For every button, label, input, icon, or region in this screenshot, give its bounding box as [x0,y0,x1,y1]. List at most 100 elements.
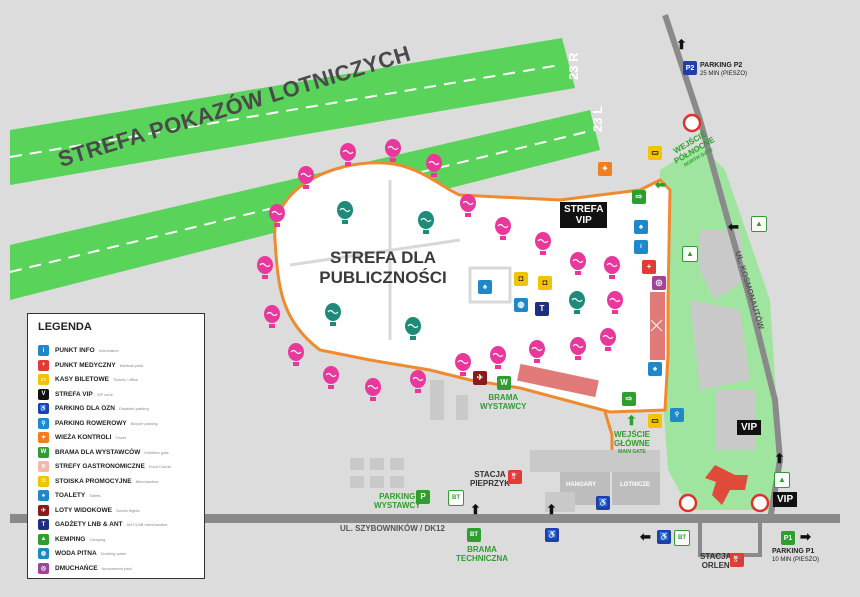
medical-icon: + [642,260,656,274]
vip-zone-label: STREFA VIP [560,202,608,228]
control-tower [705,465,748,505]
vip-parking-south: VIP [773,492,798,507]
legend-item-label: WODA PITNA [55,550,97,557]
ticket-icon: ▭ [38,374,49,385]
balloon-pink-icon [288,343,304,366]
water-icon: ◍ [514,298,528,312]
legend-item-sub: ANT/LNB merchandise [126,522,168,527]
legend-item-label: PUNKT INFO [55,347,95,354]
balloon-teal-icon [418,211,434,234]
control-tower-icon: ✦ [598,162,612,176]
balloon-pink-icon [365,378,381,401]
legend-item-label: KASY BILETOWE [55,376,109,383]
balloon-pink-icon [535,232,551,255]
bouncy-castle-map-icon: ◎ [652,276,666,290]
balloon-pink-icon [257,256,273,279]
legend-item-label: BRAMA DLA WYSTAWCÓW [55,448,141,456]
disabled-parking-icon: ♿ [38,403,49,414]
shop-icon-2: ◘ [538,276,552,290]
balloon-pink-icon [385,139,401,162]
legend-item-label: TOALETY [55,492,86,499]
toilet-icon: ♠ [38,490,49,501]
balloon-pink-icon [607,291,623,314]
legend-item-sub: Merchandise [135,478,159,484]
balloon-teal-icon [569,291,585,314]
legend-item-label: WIEŻA KONTROLI [55,434,112,441]
bouncy-castle-icon: ◎ [38,562,49,574]
legend-item-sub: Toilets [89,493,101,498]
road-kosmonautow [662,14,784,521]
balloon-pink-icon [298,166,314,189]
balloon-pink-icon [460,194,476,217]
p2-arrow-icon: ⬆ [676,37,687,52]
info-icon: i [634,240,648,254]
tower-icon: ✦ [38,432,49,443]
scenic-flight-icon: ✈ [473,371,487,385]
camping-icon: ▲ [38,533,49,545]
technical-gate-bt-icon: BT [467,528,481,542]
disabled-parking-gate-icon: ♿ [545,528,559,542]
north-entrance-icon: ⇨ [632,190,646,204]
legend-item-label: STOISKA PROMOCYJNE [55,477,132,485]
gate-circle-south [678,493,698,513]
legend-item-label: PUNKT MEDYCZNY [55,361,116,369]
balloon-teal-icon [325,303,341,326]
bicycle-parking-icon: ⚲ [670,408,684,422]
ticket-north-icon: ▭ [648,146,662,160]
toilet-east-icon: ♠ [648,362,662,376]
exhibitor-gate-icon: W [497,376,511,390]
runway-23l-label: 23 L [590,105,605,132]
exhibitor-parking-icon: P [416,490,430,504]
shop-icon: ◘ [38,475,49,487]
lotnicze-building [612,470,660,505]
medical-cross-icon: + [38,359,49,371]
station-pieprzyk-label: STACJA PIEPRZYK [470,470,511,488]
legend-item-sub: Information [98,348,119,353]
balloon-pink-icon [340,143,356,166]
main-entrance-icon: ⇨ [622,392,636,406]
station-orlen-label: STACJA ORLEN [700,552,732,570]
fuel-orlen-icon: ⛽ [730,553,744,567]
legend-item-label: STREFY GASTRONOMICZNE [55,463,145,470]
disabled-parking-icon: ♿ [596,496,610,510]
vip-icon: V [38,388,49,400]
north-gate-arrow-icon: ⬅ [655,177,666,192]
ticket-main-icon: ▭ [648,414,662,428]
hangary-label: HANGARY [566,482,597,488]
legend-item-label: PARKING ROWEROWY [55,419,127,427]
water-icon: ◍ [38,548,49,559]
fuel-pieprzyk-icon: ⛽ [508,470,522,484]
p1-left-arrow-icon: ⬅ [640,529,651,544]
info-icon: i [38,345,49,356]
balloon-pink-icon [323,366,339,389]
gadget-icon: T [535,302,549,316]
camping-arrow-icon: ⬅ [728,219,739,234]
camping-icon: ▲ [682,246,698,262]
p1-arrow-icon: ➡ [800,529,811,544]
legend-item-label: LOTY WIDOKOWE [55,506,112,514]
legend-item-sub: Tower [115,435,127,440]
p2-icon: P2 [683,61,697,75]
public-zone-label: STREFA DLA PUBLICZNOŚCI [319,248,447,287]
balloon-pink-icon [426,154,442,177]
parking-p1-label: PARKING P1 10 MIN (PIESZO) [772,548,820,563]
balloon-pink-icon [529,340,545,363]
bicycle-icon: ⚲ [38,417,49,429]
main-gate-label: WEJŚCIE GŁÓWNE MAIN GATE [614,430,651,455]
legend-item-label: KEMPING [55,535,86,543]
parking-p2-label: PARKING P2 25 MIN (PIESZO) [700,62,748,77]
legend-item-label: GADŻETY LNB & ANT [55,521,123,528]
balloon-group [257,139,623,401]
legend-item-label: DMUCHAŃCE [55,564,98,572]
balloon-pink-icon [410,370,426,393]
